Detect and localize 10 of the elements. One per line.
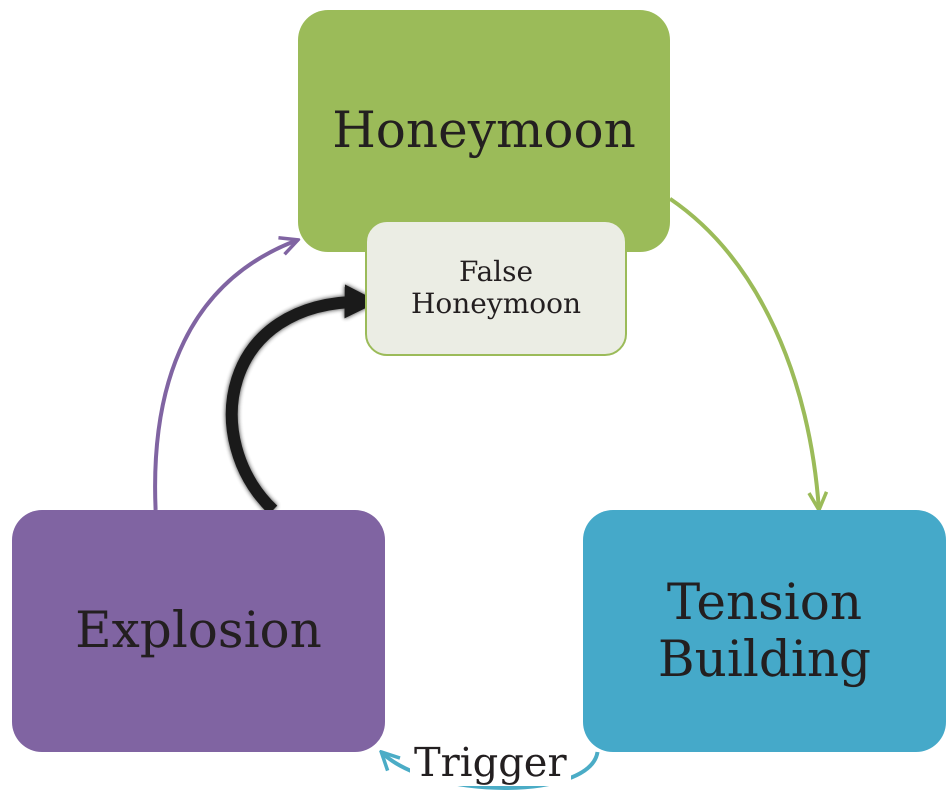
arrow <box>668 197 828 512</box>
stage-box <box>583 510 946 752</box>
stage-box <box>365 220 627 356</box>
arrow <box>153 237 300 510</box>
stage-box <box>298 10 670 252</box>
stage-label: False Honeymoon <box>410 256 582 320</box>
stage-label: Tension Building <box>656 574 872 688</box>
stage-label: Honeymoon <box>332 102 636 160</box>
stage-label: Explosion <box>75 602 322 660</box>
stage-box <box>12 510 385 752</box>
